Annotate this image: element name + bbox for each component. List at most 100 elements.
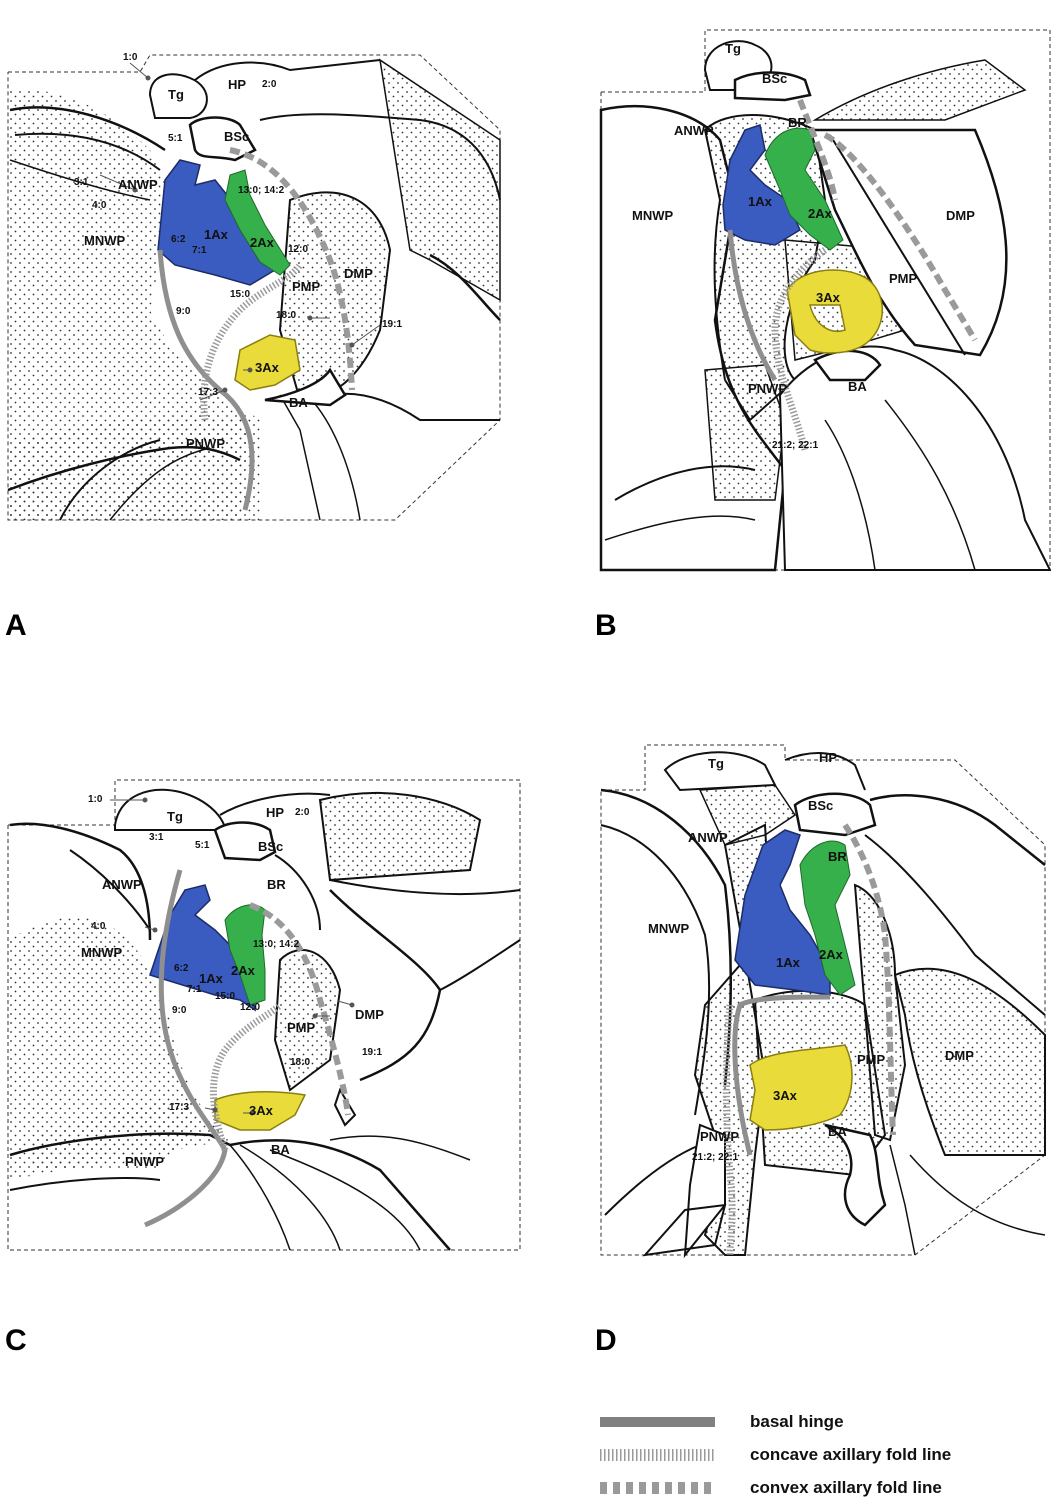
number-17-3: 17:3 — [198, 388, 218, 398]
panel-d-drawing — [525, 735, 1051, 1275]
label-br: BR — [267, 878, 286, 891]
number-4-0: 4:0 — [92, 201, 106, 211]
label-pnwp: PNWP — [186, 437, 225, 450]
label-mnwp: MNWP — [648, 922, 689, 935]
label-3ax: 3Ax — [816, 291, 840, 304]
number-9-0: 9:0 — [176, 307, 190, 317]
label-bsc: BSc — [258, 840, 283, 853]
number-13-0-14-2: 13:0; 14:2 — [253, 940, 299, 950]
legend-label-basal-hinge: basal hinge — [750, 1412, 844, 1432]
number-15-0: 15:0 — [230, 290, 250, 300]
label-pmp: PMP — [287, 1021, 315, 1034]
label-br: BR — [828, 850, 847, 863]
label-hp: HP — [228, 78, 246, 91]
legend-swatch-concave — [600, 1447, 720, 1463]
panel-letter-c: C — [5, 1326, 27, 1356]
label-br: BR — [788, 116, 807, 129]
label-bsc: BSc — [808, 799, 833, 812]
label-pnwp: PNWP — [700, 1130, 739, 1143]
label-2ax: 2Ax — [250, 236, 274, 249]
legend-swatch-basal-hinge — [600, 1414, 720, 1430]
number-18-0: 18:0 — [276, 311, 296, 321]
number-2-0: 2:0 — [262, 80, 276, 90]
label-2ax: 2Ax — [808, 207, 832, 220]
label-anwp: ANWP — [674, 124, 714, 137]
number-12-0: 12:0 — [240, 1003, 260, 1013]
number-5-1: 5:1 — [195, 841, 209, 851]
label-dmp: DMP — [344, 267, 373, 280]
label-1ax: 1Ax — [204, 228, 228, 241]
number-5-1: 5:1 — [168, 134, 182, 144]
label-bsc: BSc — [224, 130, 249, 143]
panel-b-drawing — [525, 0, 1051, 600]
label-tg: Tg — [167, 810, 183, 823]
panel-d: Tg HP BSc BR ANWP MNWP 1Ax 2Ax 3Ax DMP P… — [525, 735, 1051, 1275]
panel-c: Tg HP BSc BR ANWP MNWP 1Ax 2Ax 3Ax DMP P… — [0, 760, 520, 1250]
number-21-2-22-1: 21:2; 22:1 — [692, 1153, 738, 1163]
label-anwp: ANWP — [688, 831, 728, 844]
number-6-2: 6:2 — [174, 964, 188, 974]
panel-letter-b: B — [595, 611, 617, 641]
label-1ax: 1Ax — [776, 956, 800, 969]
label-anwp: ANWP — [102, 878, 142, 891]
label-dmp: DMP — [946, 209, 975, 222]
label-pmp: PMP — [292, 280, 320, 293]
label-ba: BA — [271, 1143, 290, 1156]
number-3-1: 3:1 — [149, 833, 163, 843]
panel-b: Tg BSc BR ANWP MNWP 1Ax 2Ax 3Ax DMP PMP … — [525, 0, 1051, 600]
label-pnwp: PNWP — [125, 1155, 164, 1168]
number-21-2-22-1: 21:2; 22:1 — [772, 441, 818, 451]
number-18-0: 18:0 — [290, 1058, 310, 1068]
label-mnwp: MNWP — [84, 234, 125, 247]
label-tg: Tg — [168, 88, 184, 101]
label-ba: BA — [848, 380, 867, 393]
number-15-0: 15:0 — [215, 992, 235, 1002]
number-12-0: 12:0 — [288, 245, 308, 255]
number-19-1: 19:1 — [382, 320, 402, 330]
number-3-1: 3:1 — [74, 178, 88, 188]
number-17-3: 17:3 — [169, 1103, 189, 1113]
label-ba: BA — [289, 396, 308, 409]
label-tg: Tg — [725, 42, 741, 55]
label-dmp: DMP — [355, 1008, 384, 1021]
number-1-0: 1:0 — [88, 795, 102, 805]
panel-letter-a: A — [5, 611, 27, 641]
number-1-0: 1:0 — [123, 53, 137, 63]
number-7-1: 7:1 — [187, 985, 201, 995]
legend-label-concave: concave axillary fold line — [750, 1445, 951, 1465]
number-7-1: 7:1 — [192, 246, 206, 256]
panel-letter-d: D — [595, 1326, 617, 1356]
number-6-2: 6:2 — [171, 235, 185, 245]
label-hp: HP — [266, 806, 284, 819]
sclerite-3ax — [750, 1045, 852, 1130]
label-2ax: 2Ax — [819, 948, 843, 961]
label-2ax: 2Ax — [231, 964, 255, 977]
label-3ax: 3Ax — [255, 361, 279, 374]
number-2-0: 2:0 — [295, 808, 309, 818]
legend-row-concave: concave axillary fold line — [600, 1443, 1020, 1467]
legend-label-convex: convex axillary fold line — [750, 1478, 942, 1498]
panel-a-drawing — [0, 0, 520, 600]
label-3ax: 3Ax — [249, 1104, 273, 1117]
legend-swatch-convex — [600, 1480, 720, 1496]
label-3ax: 3Ax — [773, 1089, 797, 1102]
legend-row-convex: convex axillary fold line — [600, 1476, 1020, 1500]
label-1ax: 1Ax — [748, 195, 772, 208]
label-bsc: BSc — [762, 72, 787, 85]
panel-a: Tg HP BSc ANWP MNWP 1Ax 2Ax 3Ax DMP PMP … — [0, 0, 520, 600]
label-pmp: PMP — [857, 1053, 885, 1066]
label-mnwp: MNWP — [81, 946, 122, 959]
label-hp: HP — [819, 751, 837, 764]
number-19-1: 19:1 — [362, 1048, 382, 1058]
label-dmp: DMP — [945, 1049, 974, 1062]
label-tg: Tg — [708, 757, 724, 770]
label-ba: BA — [828, 1125, 847, 1138]
legend-row-basal-hinge: basal hinge — [600, 1410, 1020, 1434]
number-9-0: 9:0 — [172, 1006, 186, 1016]
label-pmp: PMP — [889, 272, 917, 285]
label-anwp: ANWP — [118, 178, 158, 191]
number-4-0: 4:0 — [91, 922, 105, 932]
label-mnwp: MNWP — [632, 209, 673, 222]
label-1ax: 1Ax — [199, 972, 223, 985]
number-13-0-14-2: 13:0; 14:2 — [238, 186, 284, 196]
